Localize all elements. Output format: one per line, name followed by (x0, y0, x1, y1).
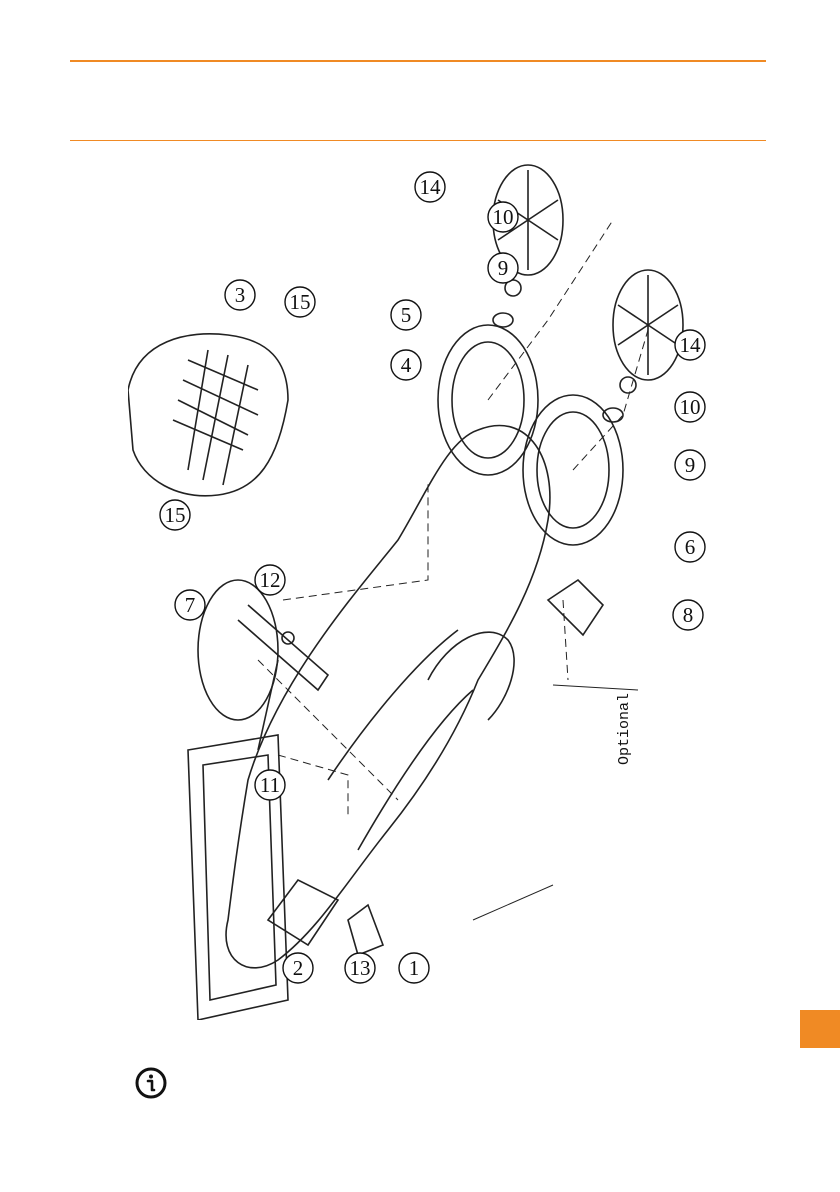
callout-3: 3 (225, 280, 255, 310)
optional-label: Optional (616, 693, 633, 765)
callout-1: 1 (399, 953, 429, 983)
svg-text:13: 13 (350, 956, 371, 980)
svg-text:12: 12 (260, 568, 281, 592)
svg-text:14: 14 (680, 333, 702, 357)
callout-6: 6 (675, 532, 705, 562)
svg-text:1: 1 (409, 956, 420, 980)
callout-4: 4 (391, 350, 421, 380)
exploded-assembly-diagram: 1 2 3 4 5 6 7 8 9 9 10 10 11 12 13 14 14… (128, 160, 728, 1020)
svg-text:14: 14 (420, 175, 442, 199)
callout-15a: 15 (285, 287, 315, 317)
callout-9b: 9 (675, 450, 705, 480)
callout-12: 12 (255, 565, 285, 595)
svg-text:10: 10 (493, 205, 514, 229)
car-body-part (226, 426, 550, 968)
svg-text:7: 7 (185, 593, 196, 617)
svg-text:9: 9 (498, 256, 509, 280)
callout-2: 2 (283, 953, 313, 983)
callout-markers: 1 2 3 4 5 6 7 8 9 9 10 10 11 12 13 14 14… (160, 172, 705, 983)
svg-text:3: 3 (235, 283, 246, 307)
header-rule-bottom (70, 140, 766, 141)
svg-text:2: 2 (293, 956, 304, 980)
info-circle-icon (134, 1066, 168, 1100)
header-rule-top (70, 60, 766, 62)
steering-wheel-part (198, 580, 278, 720)
callout-5: 5 (391, 300, 421, 330)
svg-text:8: 8 (683, 603, 694, 627)
callout-9a: 9 (488, 253, 518, 283)
callout-7: 7 (175, 590, 205, 620)
callout-13: 13 (345, 953, 375, 983)
svg-text:10: 10 (680, 395, 701, 419)
svg-text:15: 15 (165, 503, 186, 527)
svg-text:9: 9 (685, 453, 696, 477)
callout-8: 8 (673, 600, 703, 630)
callout-14b: 14 (675, 330, 705, 360)
page-tab-marker (800, 1010, 840, 1048)
callout-10a: 10 (488, 202, 518, 232)
svg-text:4: 4 (401, 353, 412, 377)
svg-text:15: 15 (290, 290, 311, 314)
callout-15b: 15 (160, 500, 190, 530)
callout-14a: 14 (415, 172, 445, 202)
svg-text:5: 5 (401, 303, 412, 327)
svg-text:6: 6 (685, 535, 696, 559)
callout-10b: 10 (675, 392, 705, 422)
svg-text:11: 11 (260, 773, 280, 797)
callout-11: 11 (255, 770, 285, 800)
